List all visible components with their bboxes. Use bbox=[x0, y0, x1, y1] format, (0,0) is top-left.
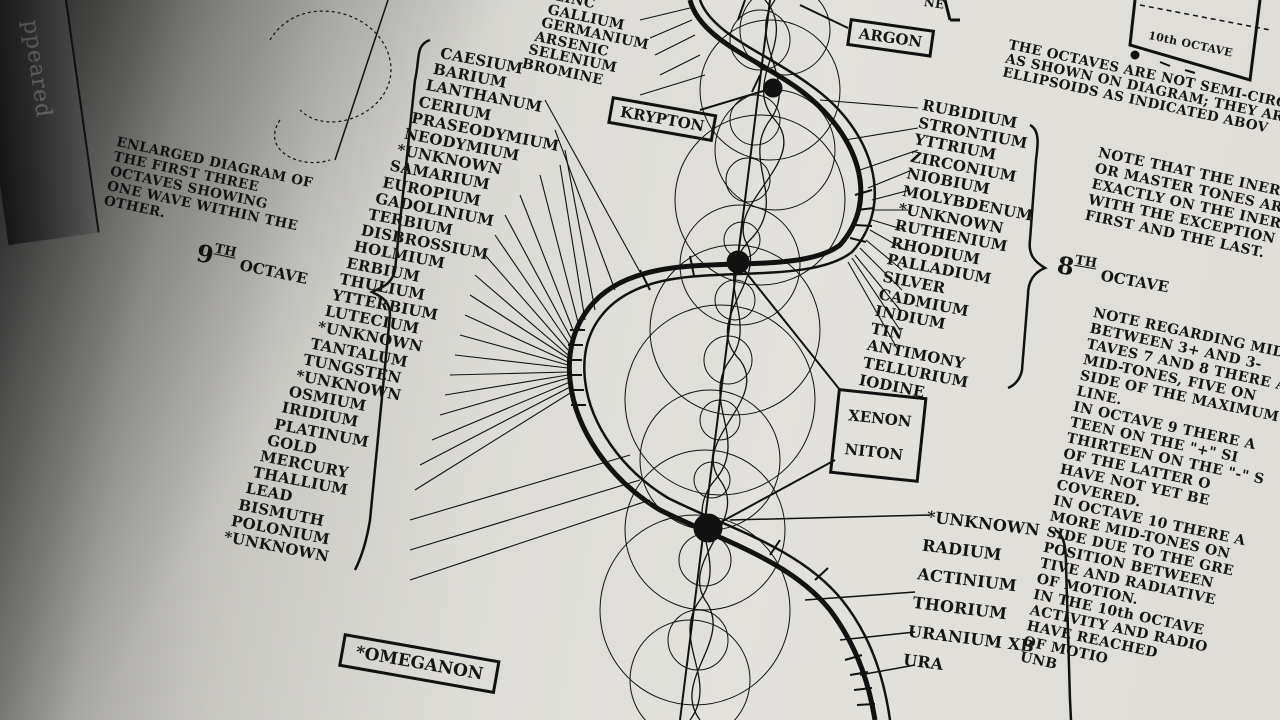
octave-suffix: TH bbox=[1074, 253, 1098, 272]
octave-suffix: TH bbox=[213, 241, 238, 260]
element-label: URA bbox=[902, 651, 944, 673]
niton-label: NITON bbox=[843, 432, 910, 472]
xenon-niton-box: XENON NITON bbox=[829, 388, 927, 483]
